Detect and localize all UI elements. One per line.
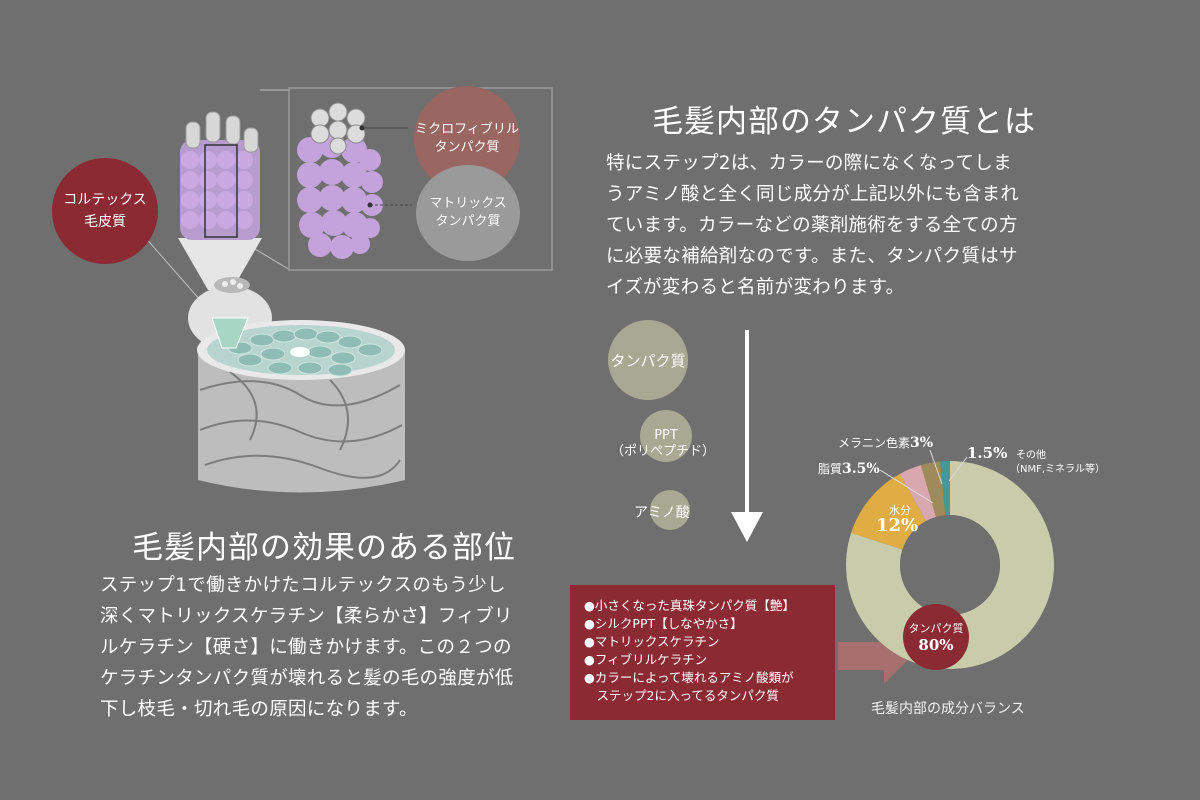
composition-donut-chart	[846, 461, 1054, 669]
down-arrow-icon	[731, 330, 763, 542]
protein-slice-label: タンパク質	[908, 622, 964, 635]
zoom-frame	[288, 87, 553, 271]
matrix-label-line2: タンパク質	[435, 214, 501, 229]
protein-slice-highlight: タンパク質 80%	[903, 604, 969, 670]
left-section-paragraph: ステップ1で働きかけたコルテックスのもう少し 深くマトリックスケラチン【柔らかさ…	[100, 570, 570, 725]
other-slice-value: 1.5%	[967, 444, 1008, 462]
microfibril-label-line2: タンパク質	[434, 140, 500, 155]
chain-ppt-circle: PPT	[640, 410, 692, 462]
list-item: ステップ2に入ってるタンパク質	[584, 688, 779, 703]
lipid-slice-label: 脂質3.5%	[818, 460, 880, 477]
left-paragraph-line: ルケラチン【硬さ】に働きかけます。この２つの	[100, 637, 512, 658]
melanin-label-value: 3%	[910, 435, 934, 451]
left-paragraph-line: ケラチンタンパク質が壊れると髪の毛の強度が低	[100, 668, 514, 689]
funnel-cone	[178, 238, 262, 290]
melanin-label-text: メラニン色素	[838, 436, 911, 450]
water-slice-value: 12%	[876, 515, 919, 536]
right-paragraph-line: ています。カラーなどの薬剤施術をする全ての方	[606, 215, 1018, 236]
other-leader-line	[948, 456, 968, 482]
right-paragraph-line: に必要な補給剤なのです。また、タンパク質はサ	[606, 246, 1018, 267]
water-slice-label: 水分	[889, 504, 911, 517]
right-section-paragraph: 特にステップ2は、カラーの際になくなってしま うアミノ酸と全く同じ成分が上記以外…	[606, 148, 1196, 303]
left-paragraph-line: 下し枝毛・切れ毛の原因になります。	[100, 699, 418, 720]
right-section-title: 毛髪内部のタンパク質とは	[652, 104, 1036, 140]
chart-caption: 毛髪内部の成分バランス	[871, 701, 1025, 717]
protein-list-box: ●小さくなった真珠タンパク質【艶】 ●シルクPPT【しなやかさ】 ●マトリックス…	[570, 585, 835, 720]
left-paragraph-line: ステップ1で働きかけたコルテックスのもう少し	[100, 575, 506, 596]
chain-ppt-sublabel: （ポリペプチド）	[611, 444, 716, 459]
chain-protein-circle: タンパク質	[608, 320, 688, 400]
list-item: ●小さくなった真珠タンパク質【艶】	[584, 598, 795, 613]
donut-hole	[900, 515, 1000, 615]
matrix-label-circle: マトリックス タンパク質	[416, 165, 520, 261]
donut-slice-1	[851, 473, 926, 550]
lipid-leader-line	[879, 469, 934, 504]
chain-protein-label: タンパク質	[610, 351, 686, 370]
protein-slice-value: 80%	[918, 636, 954, 654]
right-paragraph-line: 特にステップ2は、カラーの際になくなってしま	[606, 153, 1012, 174]
left-section-title: 毛髪内部の効果のある部位	[132, 530, 516, 566]
melanin-leader-line	[929, 449, 943, 485]
chain-ppt-label: PPT	[654, 428, 678, 443]
lipid-label-value: 3.5%	[842, 461, 880, 477]
cortex-label-line2: 毛皮質	[84, 214, 126, 230]
cortex-label-circle: コルテックス 毛皮質	[52, 158, 158, 264]
list-item: ●マトリックスケラチン	[584, 634, 720, 649]
other-slice-sublabel: （NMF,ミネラル等）	[1010, 464, 1106, 475]
donut-slice-4	[940, 461, 950, 516]
list-item: ●フィブリルケラチン	[584, 652, 708, 667]
hair-structure-diagram	[129, 87, 553, 493]
microfibril-label-line1: ミクロフィブリル	[415, 122, 519, 137]
lipid-label-text: 脂質	[818, 462, 843, 476]
matrix-label-line1: マトリックス	[429, 196, 507, 211]
list-item: ●シルクPPT【しなやかさ】	[584, 616, 743, 631]
right-paragraph-line: うアミノ酸と全く同じ成分が上記以外にも含まれ	[606, 184, 1020, 205]
melanin-slice-label: メラニン色素3%	[838, 434, 933, 451]
chain-amino-label: アミノ酸	[634, 505, 690, 521]
list-item: ●カラーによって壊れるアミノ酸類が	[584, 670, 794, 685]
left-paragraph-line: 深くマトリックスケラチン【柔らかさ】フィブリ	[100, 606, 513, 627]
donut-slice-0	[846, 461, 1054, 669]
other-slice-label: その他	[1016, 450, 1046, 461]
cortex-label-line1: コルテックス	[63, 192, 147, 208]
right-paragraph-line: イズが変わると名前が変わります。	[606, 277, 905, 298]
chain-amino-circle	[650, 490, 690, 530]
